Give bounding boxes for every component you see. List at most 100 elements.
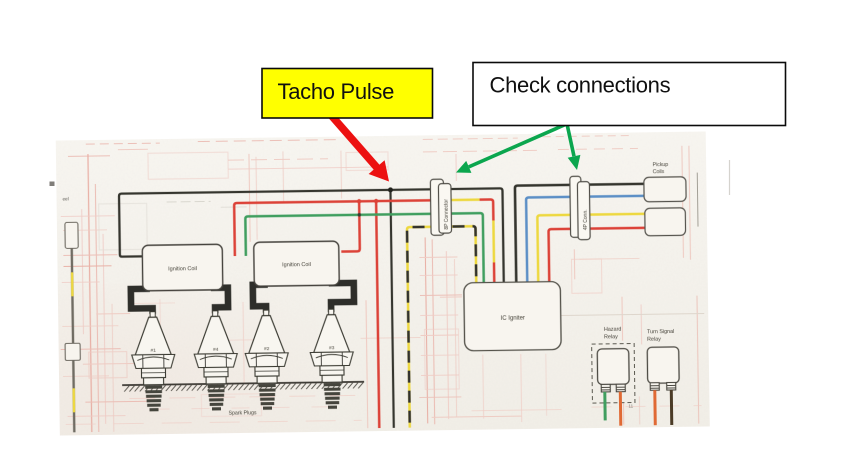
bleed-through-part xyxy=(98,202,148,251)
hatch-tick xyxy=(123,385,130,392)
plug-number-wrap: #4 xyxy=(213,347,219,353)
plug-number-wrap: #3 xyxy=(329,345,335,351)
plug-hex-facets xyxy=(315,352,348,366)
ic-igniter: IC Igniter xyxy=(463,280,562,352)
connector-8p: 8P Connector xyxy=(429,178,453,236)
hatch-tick xyxy=(342,382,348,389)
bleed-through-part xyxy=(579,257,640,260)
hatch-tick xyxy=(196,384,203,391)
wire-black-pickup xyxy=(513,182,644,283)
pickup-coil-2-box xyxy=(644,207,687,237)
bleed-through-part xyxy=(67,155,110,157)
bleed-through-part xyxy=(255,156,258,240)
bleed-through-part xyxy=(621,296,624,341)
ic-igniter-box xyxy=(463,280,562,352)
plug-body xyxy=(143,377,165,386)
bleed-through-part xyxy=(87,154,93,433)
hazard-relay-label-line2: Relay xyxy=(604,334,618,340)
bleed-through-part xyxy=(166,200,211,203)
bleed-through-part xyxy=(147,151,229,180)
hatch-tick xyxy=(316,382,322,390)
hazard-relay-label-line1: Hazard xyxy=(604,327,621,333)
bleed-through-part xyxy=(520,354,523,423)
plug-number-label: #4 xyxy=(213,347,219,353)
ignition-coil-1-label: Ignition Coil xyxy=(168,266,197,272)
wire-red-corner xyxy=(479,198,495,221)
bleed-through-part xyxy=(591,405,702,408)
plug-terminal-nub xyxy=(328,308,335,316)
plug-terminal-nub xyxy=(263,309,270,317)
green-arrow-left-shaft xyxy=(468,122,568,169)
pickup-coils-label-line1: Pickup xyxy=(653,162,669,168)
pickup-label-line2-wrap: Coils xyxy=(653,169,665,175)
plug-body xyxy=(321,374,343,383)
spark-plug-3: #3 xyxy=(309,308,354,409)
scan-image: eel Ignition Coil Ignition Coil #1#4#2#3… xyxy=(55,131,710,436)
hatch-tick xyxy=(248,383,255,391)
bleed-through-part xyxy=(419,256,458,259)
bleed-through-part xyxy=(419,396,462,399)
wire-green xyxy=(244,211,486,283)
red-arrowhead xyxy=(368,160,389,182)
plug-number-wrap: #1 xyxy=(150,348,156,354)
spark-plugs-label-wrap: Spark Plugs xyxy=(229,410,257,416)
edge-component-box-bottom xyxy=(64,342,81,361)
hatch-tick xyxy=(274,383,281,390)
turn-signal-relay-label-line2: Relay xyxy=(647,337,661,343)
wire-blue-pickup xyxy=(524,194,645,283)
bleed-through-part xyxy=(365,300,369,429)
bleed-through-part xyxy=(63,265,112,268)
bleed-through-part xyxy=(424,237,429,424)
bleed-through-part xyxy=(94,183,100,432)
bleed-through-part xyxy=(65,419,362,425)
bleed-through-part xyxy=(431,239,436,425)
plug-number-label: #2 xyxy=(264,346,270,352)
tacho-pulse-label: Tacho Pulse xyxy=(278,79,395,104)
bleed-through-part xyxy=(419,294,462,297)
spark-plug-2: #2 xyxy=(244,309,289,410)
bleed-through-part xyxy=(421,374,460,377)
turn-signal-relay-terminals-part xyxy=(666,381,677,391)
scan-artifact-tick xyxy=(49,181,55,186)
hatch-tick xyxy=(347,382,354,389)
ignition-coil-2-box xyxy=(253,240,340,287)
ic-igniter-label-wrap: IC Igniter xyxy=(501,316,525,322)
hatch-tick xyxy=(295,383,302,390)
green-arrowhead-left xyxy=(456,160,472,173)
turn-signal-relay-label-line1: Turn Signal xyxy=(647,329,674,335)
bleed-through-part xyxy=(63,375,110,378)
plug-body xyxy=(205,376,227,385)
bleed-through-part xyxy=(61,281,100,284)
tacho-pulse-callout-box xyxy=(261,67,434,119)
bleed-through-part xyxy=(420,354,459,357)
hatch-tick xyxy=(227,384,234,391)
connector-8p-label: 8P Connector xyxy=(444,199,450,230)
check-connections-label: Check connections xyxy=(490,73,671,98)
hazard-label-line2-wrap: Relay xyxy=(604,334,618,340)
wire-crossing-dot xyxy=(357,213,362,217)
ignition-coil-1-box xyxy=(141,243,224,292)
ht-lead-1 xyxy=(127,285,156,314)
red-arrow-shaft xyxy=(327,111,381,171)
hatch-tick xyxy=(129,385,135,392)
page-edge-line xyxy=(696,172,699,227)
ignition-coil-2-label: Ignition Coil xyxy=(282,262,311,268)
tacho-junction-dot xyxy=(387,187,393,193)
wire-red-horizontal xyxy=(232,198,445,257)
red-junction-dot-2 xyxy=(373,198,379,204)
turn-signal-relay-terminals-part xyxy=(649,382,660,391)
spark-plug-4: #4 xyxy=(193,310,238,411)
bleed-through-part xyxy=(151,406,342,410)
turn-label-line1-wrap: Turn Signal xyxy=(647,329,674,335)
hatch-tick xyxy=(285,383,291,390)
ignition-coil-1-label-wrap: Ignition Coil xyxy=(168,266,197,272)
edge-wire-yellow-bands xyxy=(70,272,76,413)
pickup-coil-1-box xyxy=(643,176,687,203)
hatch-tick xyxy=(191,384,198,391)
plug-hex-facets xyxy=(250,353,283,367)
hatch-tick xyxy=(253,383,260,391)
wire-black-tacho-drop xyxy=(389,189,395,428)
plug-terminal-nub xyxy=(212,310,219,317)
